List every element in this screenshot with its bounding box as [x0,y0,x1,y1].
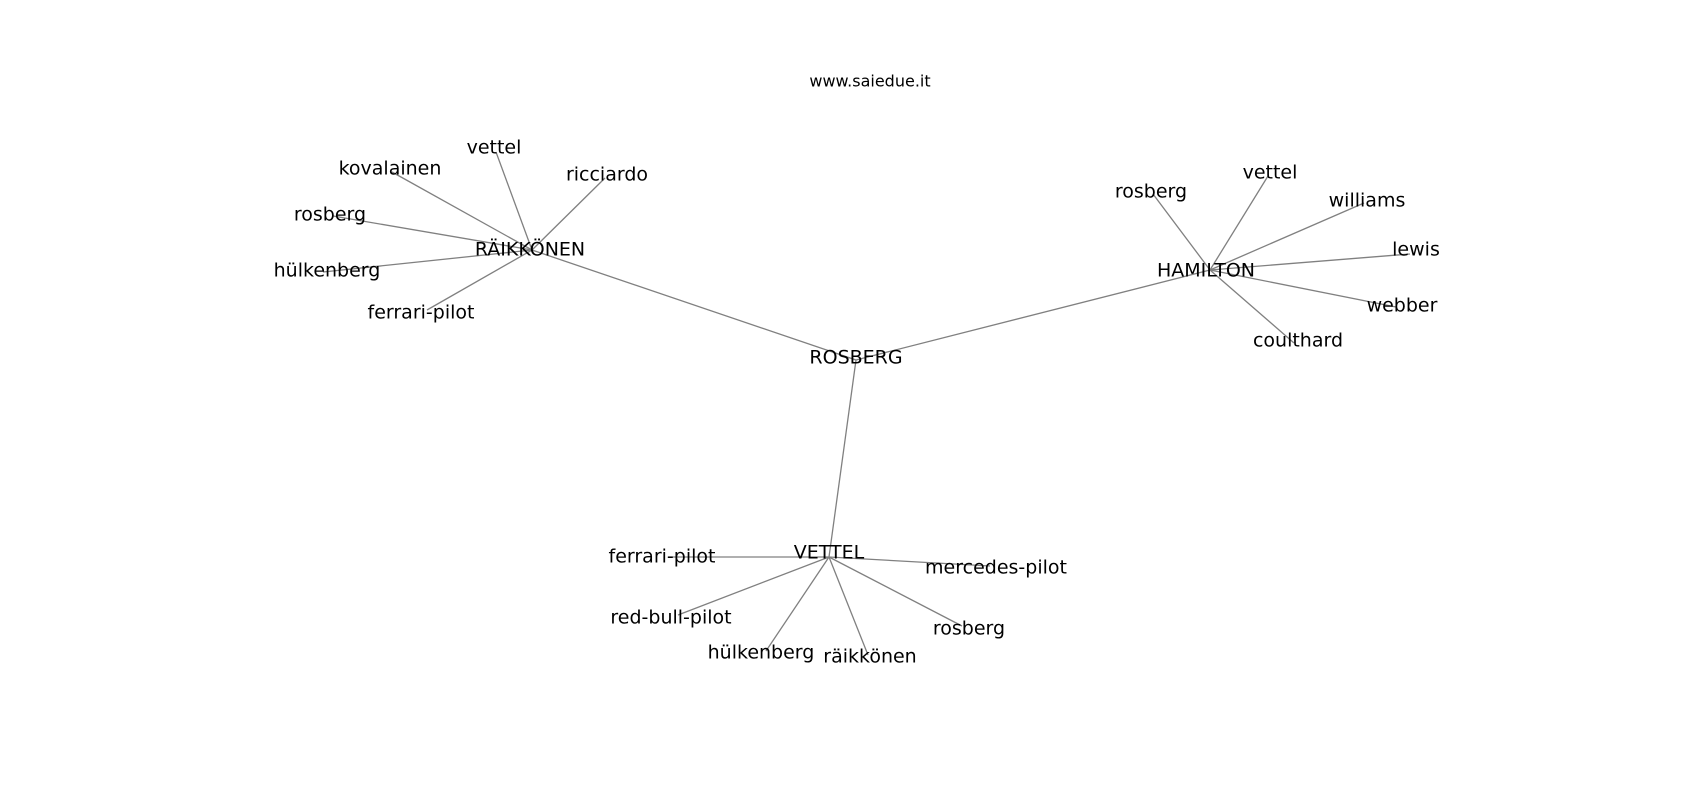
node-label-v-rosberg: rosberg [933,618,1005,640]
edge-vettel_hub-v_mercedes [828,556,991,567]
node-label-h-rosberg: rosberg [1115,181,1187,203]
edge-rosberg_center-raikkonen_hub [531,249,857,361]
edge-vettel_hub-v_raikkonen [828,556,869,656]
node-label-h-webber: webber [1367,295,1438,317]
edge-hamilton_hub-h_webber [1209,269,1397,308]
edge-raikkonen_hub-r_hulkenberg [322,249,533,273]
node-label-r-ricciardo: ricciardo [566,164,648,186]
edge-rosberg_center-vettel_hub [828,359,857,558]
edge-hamilton_hub-h_williams [1209,202,1365,271]
node-label-r-hulkenberg: hülkenberg [274,260,381,282]
node-label-rosberg-center: ROSBERG [809,347,902,369]
edge-hamilton_hub-h_vettel [1209,175,1269,271]
edge-vettel_hub-v_hulkenberg [765,556,830,652]
edge-raikkonen_hub-r_ferrari [426,249,533,311]
edges-layer [322,151,1411,656]
edge-hamilton_hub-h_coulthard [1209,269,1295,344]
edge-raikkonen_hub-r_kovalainen [391,171,533,251]
node-label-r-rosberg: rosberg [294,204,366,226]
edge-raikkonen_hub-r_rosberg [332,215,533,251]
node-label-r-vettel: vettel [467,137,522,159]
node-label-hamilton-hub: HAMILTON [1157,260,1255,282]
node-label-v-raikkonen: räikkönen [823,646,916,668]
node-label-raikkonen-hub: RÄIKKÖNEN [475,238,585,261]
node-label-vettel-hub: VETTEL [794,542,865,564]
edge-hamilton_hub-h_lewis [1209,253,1411,271]
node-label-v-mercedes: mercedes-pilot [925,557,1067,579]
labels-layer: ROSBERG RÄIKKÖNEN HAMILTON VETTEL vettel kova… [274,137,1440,668]
edge-raikkonen_hub-r_ricciardo [531,177,606,251]
edge-vettel_hub-v_redbull [677,556,830,616]
node-label-r-ferrari: ferrari-pilot [368,302,475,324]
node-label-r-kovalainen: kovalainen [339,158,442,180]
edge-raikkonen_hub-r_vettel [495,151,533,251]
node-label-h-vettel: vettel [1243,162,1298,184]
node-label-h-coulthard: coulthard [1253,330,1343,352]
edge-vettel_hub-v_rosberg [828,556,963,627]
node-label-h-williams: williams [1329,190,1406,212]
node-label-v-redbull: red-bull-pilot [610,607,731,629]
edge-hamilton_hub-h_rosberg [1152,193,1211,271]
edge-rosberg_center-hamilton_hub [855,269,1211,361]
site-title: www.saiedue.it [809,72,930,91]
node-label-v-ferrari: ferrari-pilot [609,546,716,568]
node-label-v-hulkenberg: hülkenberg [708,642,815,664]
node-label-h-lewis: lewis [1392,239,1440,261]
